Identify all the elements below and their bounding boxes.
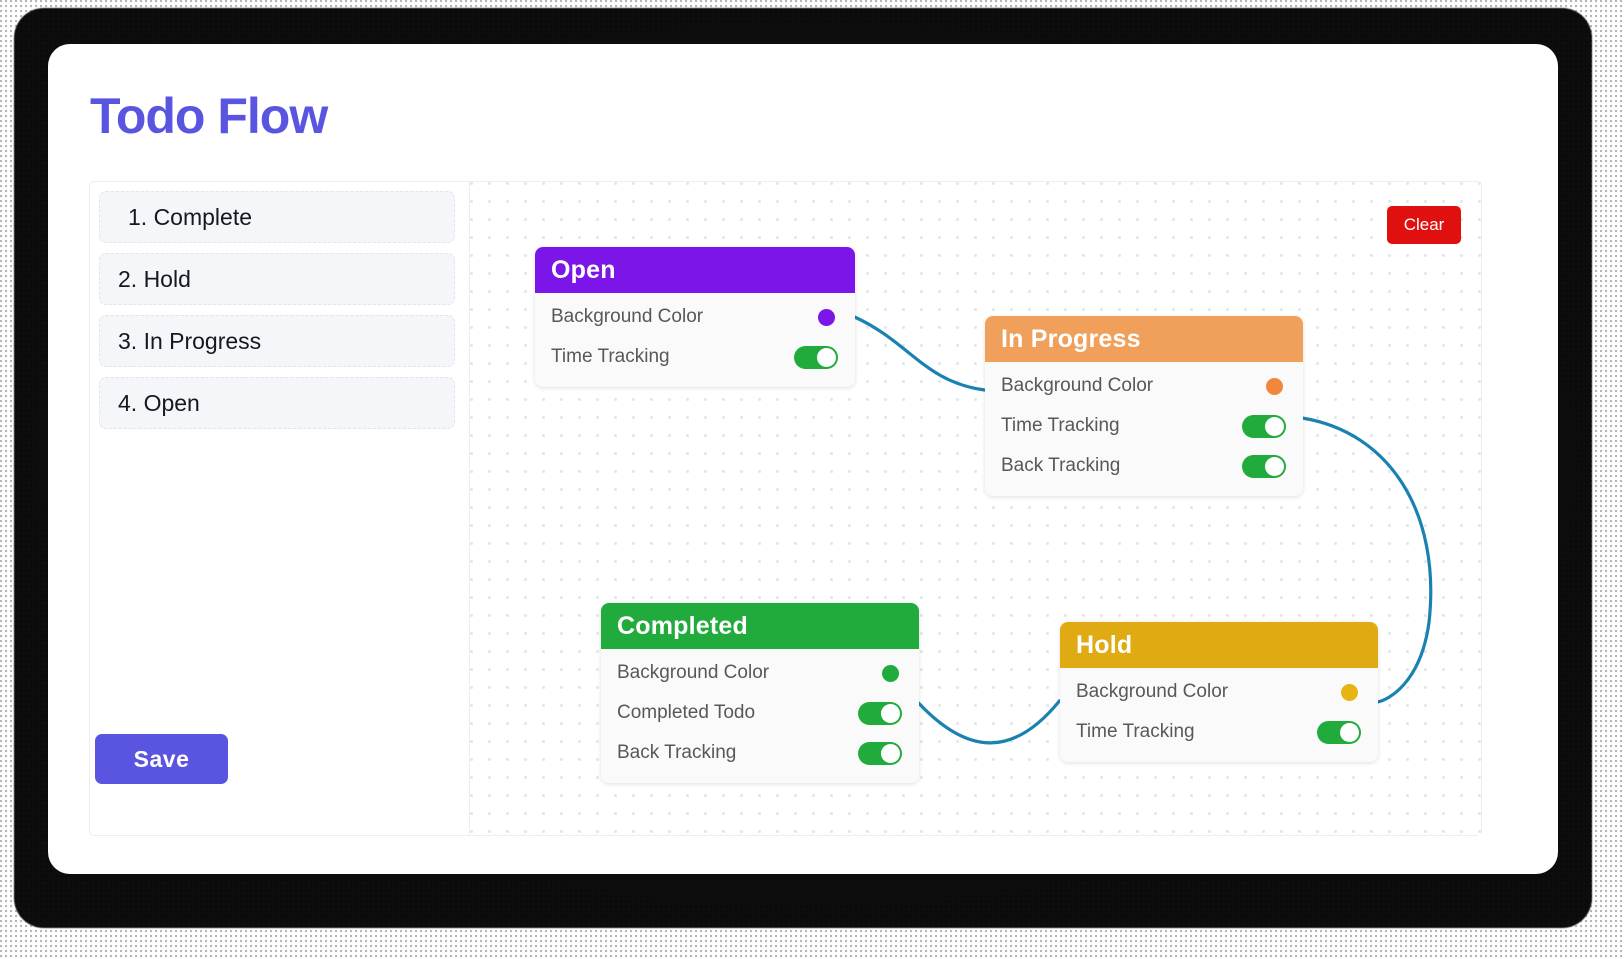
node-body: Background Color Completed Todo Back Tra… (601, 649, 919, 783)
node-row-time-tracking[interactable]: Time Tracking (535, 337, 855, 377)
flow-node-in-progress[interactable]: In Progress Background Color Time Tracki… (985, 316, 1303, 496)
page-title: Todo Flow (90, 88, 328, 144)
node-header-title: In Progress (985, 316, 1303, 362)
save-button[interactable]: Save (95, 734, 228, 784)
node-row-time-tracking[interactable]: Time Tracking (985, 406, 1303, 446)
color-swatch-icon[interactable] (1341, 683, 1358, 701)
node-row-label: Time Tracking (1001, 415, 1120, 436)
flow-node-hold[interactable]: Hold Background Color Time Tracking (1060, 622, 1378, 762)
node-body: Background Color Time Tracking (535, 293, 855, 387)
flow-node-open[interactable]: Open Background Color Time Tracking (535, 247, 855, 387)
node-body: Background Color Time Tracking Back Trac… (985, 362, 1303, 496)
main-panel: 1. Complete 2. Hold 3. In Progress 4. Op… (89, 181, 1482, 836)
node-row-completed-todo[interactable]: Completed Todo (601, 693, 919, 733)
flow-canvas[interactable]: Clear Open Background Color (470, 182, 1481, 835)
node-header-title: Completed (601, 603, 919, 649)
node-row-label: Background Color (1001, 375, 1154, 396)
clear-button[interactable]: Clear (1387, 206, 1461, 244)
toggle-switch[interactable] (858, 741, 902, 765)
sidebar-item-label: 4. Open (118, 389, 200, 416)
sidebar-item-label: 3. In Progress (118, 327, 262, 354)
sidebar-item-label: 1. Complete (128, 203, 253, 230)
flow-node-completed[interactable]: Completed Background Color Completed Tod… (601, 603, 919, 783)
sidebar-item-open[interactable]: 4. Open (99, 377, 455, 429)
node-row-label: Time Tracking (1076, 721, 1195, 742)
node-row-back-tracking[interactable]: Back Tracking (601, 733, 919, 773)
node-row-time-tracking[interactable]: Time Tracking (1060, 712, 1378, 752)
toggle-switch[interactable] (1242, 454, 1286, 478)
node-header-title: Open (535, 247, 855, 293)
edge-in-progress-to-hold (1300, 416, 1433, 704)
sidebar-item-complete[interactable]: 1. Complete (99, 191, 455, 243)
node-row-background-color[interactable]: Background Color (601, 653, 919, 693)
node-row-background-color[interactable]: Background Color (985, 366, 1303, 406)
sidebar-item-in-progress[interactable]: 3. In Progress (99, 315, 455, 367)
sidebar: 1. Complete 2. Hold 3. In Progress 4. Op… (90, 182, 470, 835)
color-swatch-icon[interactable] (882, 664, 899, 682)
edge-layer (853, 315, 1433, 745)
sidebar-item-label: 2. Hold (118, 265, 191, 292)
node-row-label: Background Color (551, 306, 704, 327)
color-swatch-icon[interactable] (1266, 377, 1283, 395)
toggle-switch[interactable] (794, 345, 838, 369)
node-row-label: Back Tracking (617, 742, 737, 763)
node-row-back-tracking[interactable]: Back Tracking (985, 446, 1303, 486)
node-row-label: Completed Todo (617, 702, 756, 723)
edge-completed-to-hold (916, 699, 1062, 745)
toggle-switch[interactable] (1317, 720, 1361, 744)
app-card: Todo Flow 1. Complete 2. Hold 3. In Prog… (48, 44, 1558, 874)
color-swatch-icon[interactable] (818, 308, 835, 326)
edge-open-to-in-progress (853, 315, 987, 392)
node-row-label: Background Color (1076, 681, 1229, 702)
sidebar-item-hold[interactable]: 2. Hold (99, 253, 455, 305)
node-row-label: Time Tracking (551, 346, 670, 367)
node-row-label: Back Tracking (1001, 455, 1121, 476)
node-header-title: Hold (1060, 622, 1378, 668)
node-row-background-color[interactable]: Background Color (535, 297, 855, 337)
node-body: Background Color Time Tracking (1060, 668, 1378, 762)
toggle-switch[interactable] (858, 701, 902, 725)
node-row-background-color[interactable]: Background Color (1060, 672, 1378, 712)
toggle-switch[interactable] (1242, 414, 1286, 438)
node-row-label: Background Color (617, 662, 770, 683)
